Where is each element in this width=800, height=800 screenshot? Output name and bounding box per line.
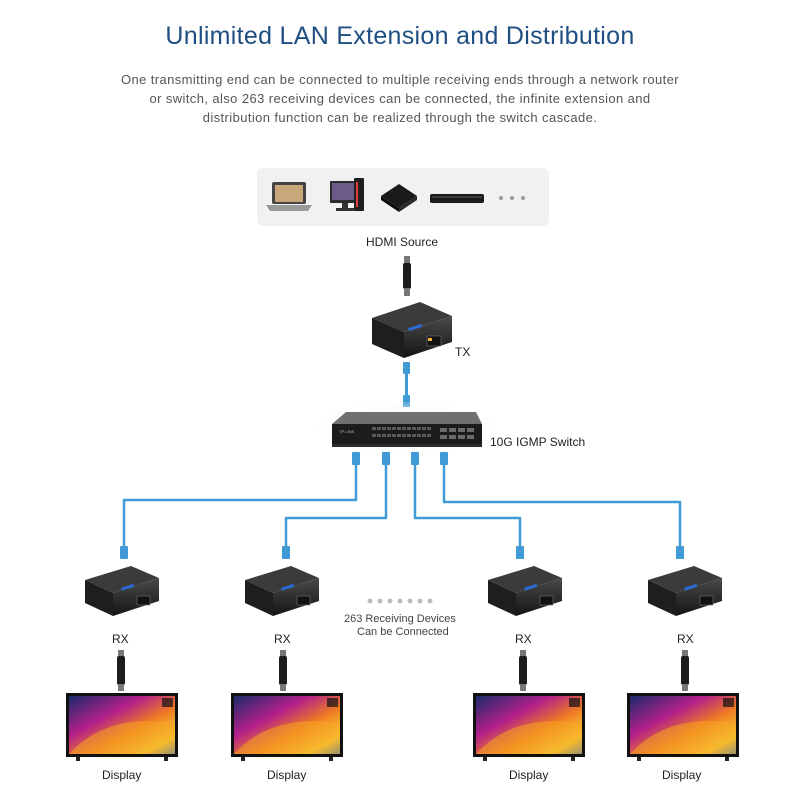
set-top-box-icon: [430, 194, 484, 203]
tv-box-icon: [381, 184, 417, 212]
rx-device-3: [488, 566, 562, 616]
rx-device-4: [648, 566, 722, 616]
display-label: Display: [102, 768, 142, 782]
tx-device: [372, 302, 452, 358]
hdmi-source-label: HDMI Source: [366, 235, 439, 249]
rx-label: RX: [515, 632, 532, 646]
rx-label: RX: [274, 632, 291, 646]
laptop-icon: [266, 182, 312, 211]
hdmi-cable-source: [403, 256, 411, 296]
hdmi-cables-display: [117, 650, 689, 691]
rx-device-2: [245, 566, 319, 616]
rx-label: RX: [677, 632, 694, 646]
display-1: [66, 693, 178, 761]
receiving-devices-line1: 263 Receiving Devices: [344, 613, 456, 625]
rx-device-1: [85, 566, 159, 616]
description-text: One transmitting end can be connected to…: [120, 72, 680, 125]
lan-cables-rx: [122, 460, 682, 548]
display-4: [627, 693, 739, 761]
lan-connectors: [120, 452, 684, 559]
lan-cable-tx: [403, 362, 410, 407]
switch-label: 10G IGMP Switch: [490, 435, 586, 449]
display-2: [231, 693, 343, 761]
tx-label: TX: [455, 345, 471, 359]
igmp-switch: TP-LINK: [315, 402, 495, 454]
svg-text:TP-LINK: TP-LINK: [339, 429, 355, 434]
display-label: Display: [509, 768, 549, 782]
page-title: Unlimited LAN Extension and Distribution: [165, 22, 635, 50]
desktop-computer-icon: [330, 178, 364, 211]
receiving-devices-line2: Can be Connected: [357, 626, 449, 638]
more-dots-icon: [499, 196, 525, 200]
more-devices-dots: [367, 598, 433, 604]
display-label: Display: [662, 768, 702, 782]
rx-label: RX: [112, 632, 129, 646]
display-3: [473, 693, 585, 761]
display-label: Display: [267, 768, 307, 782]
